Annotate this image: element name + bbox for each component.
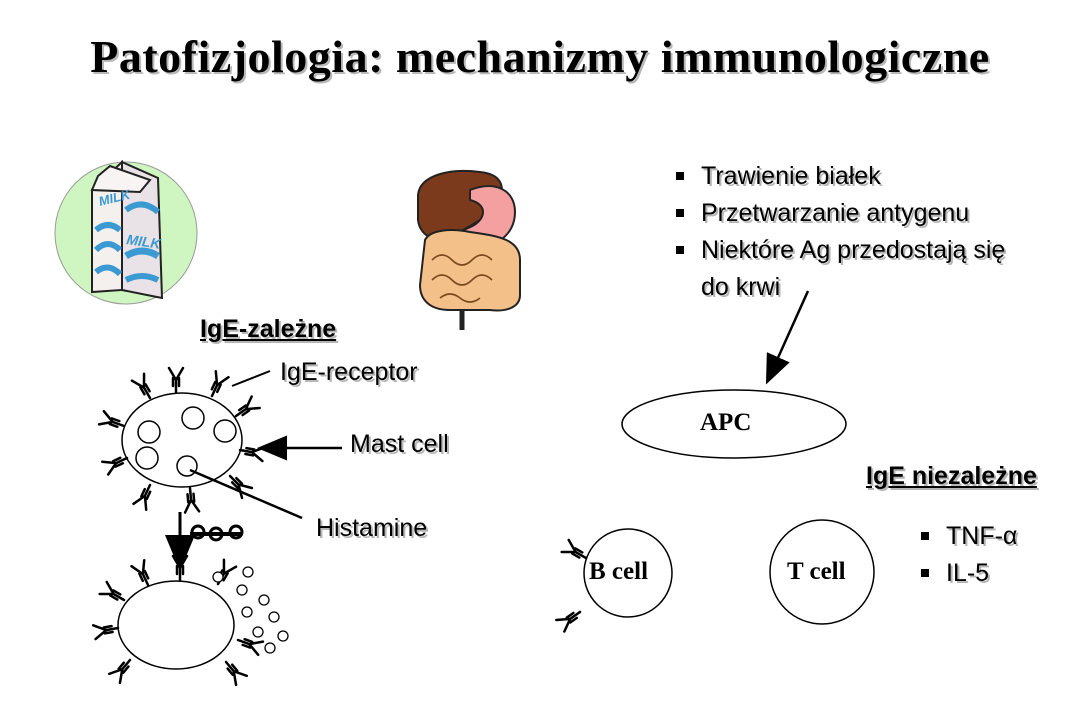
apc-cell [621, 389, 847, 459]
ige-receptor-label: IgE-receptor [280, 358, 418, 386]
receptor-pointer [231, 370, 271, 387]
t-cell-label: T cell [787, 558, 846, 585]
degranulated-mast-cell [91, 554, 265, 687]
milk-carton-icon: MILK MILK [54, 159, 198, 305]
b-cell-antibody-bottom [555, 605, 586, 633]
bullet-item: Trawienie białek [676, 158, 1056, 195]
digestion-bullet-list: Trawienie białek Przetwarzanie antygenu … [676, 158, 1056, 306]
ige-dependent-heading: IgE-zależne [200, 315, 337, 343]
histamine-pointer [189, 468, 303, 520]
bullet-item-continuation: do krwi [701, 273, 781, 301]
antigen-to-apc-arrow [765, 290, 810, 385]
cytokine-item: TNF-α [921, 518, 1071, 555]
b-cell [583, 528, 673, 618]
apc-label: APC [700, 409, 752, 436]
mast-cell [121, 392, 243, 488]
digestive-organs-icon [417, 169, 521, 330]
milk-label-side: MILK [126, 231, 163, 252]
cytokine-item: IL-5 [921, 555, 1071, 592]
page-title: Patofizjologia: mechanizmy immunologiczn… [90, 31, 990, 82]
released-histamine-granules [212, 566, 289, 654]
bullet-item: Przetwarzanie antygenu [676, 195, 1056, 232]
t-cell [769, 519, 875, 625]
cytokine-list: TNF-α IL-5 [921, 518, 1071, 592]
ige-independent-heading: IgE niezależne [866, 462, 1037, 490]
mast-cell-label: Mast cell [350, 430, 449, 458]
histamine-label: Histamine [316, 514, 428, 542]
bullet-item: Niektóre Ag przedostają się [676, 232, 1056, 269]
crosslinked-allergen-icon [190, 524, 244, 542]
b-cell-label: B cell [589, 558, 649, 585]
